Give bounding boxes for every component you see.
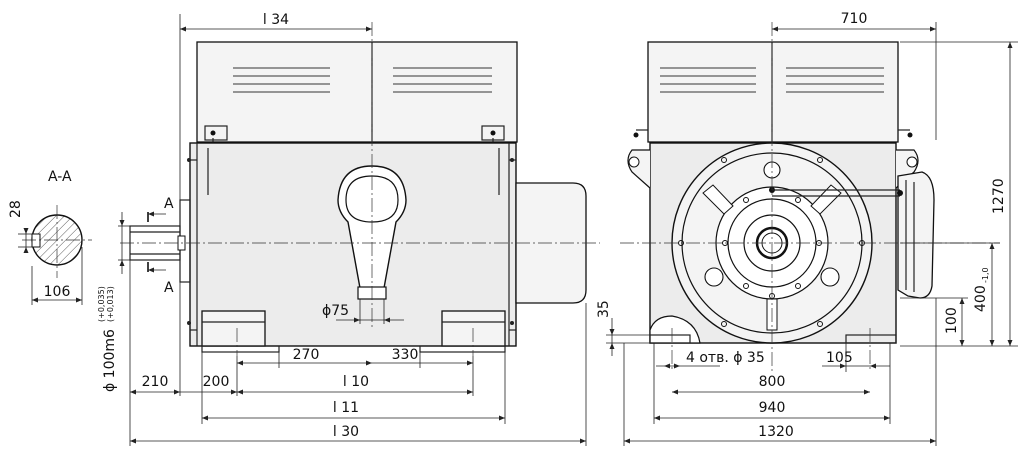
vent-grille-4	[786, 67, 884, 93]
dim-200: 200	[203, 374, 230, 390]
dim-270: 270	[293, 347, 320, 363]
vent-grille-2	[393, 67, 492, 93]
end-foot-left	[649, 315, 701, 344]
dim-400: 400	[973, 285, 989, 312]
end-foot-right	[845, 334, 897, 344]
dim-106: 106	[44, 284, 71, 300]
dim-l11: l 11	[333, 400, 359, 416]
dim-400-tolerance: -1,0	[981, 267, 990, 283]
section-label: A-A	[48, 169, 72, 185]
lifting-lug-end-right	[898, 129, 913, 138]
dim-holes: 4 отв. ϕ 35	[686, 350, 765, 366]
dim-1320: 1320	[758, 424, 794, 440]
keyway	[31, 233, 41, 248]
dim-shaft-tol-upper: (+0,035)	[97, 286, 106, 322]
end-view: 710 1270 400 -1,0 100 35 4 отв. ϕ 35	[596, 11, 1018, 446]
dim-210: 210	[142, 374, 169, 390]
dim-1270: 1270	[991, 178, 1007, 214]
foot-left	[201, 310, 266, 347]
section-marker-top: A	[164, 196, 174, 212]
dim-100: 100	[944, 307, 960, 334]
vent-grille-3	[660, 67, 756, 93]
side-view: A A l 34 ϕ 100m6 (+0,035) (+0,013) 270	[97, 12, 600, 446]
section-a-a: A-A 28 106	[8, 169, 92, 305]
foot-right	[441, 310, 506, 347]
terminal-box-end	[897, 171, 935, 299]
dim-l10: l 10	[343, 374, 369, 390]
vent-grille-1	[233, 67, 330, 93]
dim-d75: ϕ75	[322, 303, 349, 319]
lifting-lug-end-left	[633, 129, 648, 138]
dim-l30: l 30	[333, 424, 359, 440]
dim-330: 330	[392, 347, 419, 363]
dim-710: 710	[841, 11, 868, 27]
dim-35-vertical: 35	[596, 300, 612, 318]
dim-shaft-tol-lower: (+0,013)	[106, 286, 115, 322]
dim-940: 940	[759, 400, 786, 416]
dim-28: 28	[8, 200, 24, 218]
dim-shaft-diameter: ϕ 100m6	[102, 329, 118, 392]
dim-105: 105	[826, 350, 853, 366]
dim-800: 800	[759, 374, 786, 390]
section-marker-bottom: A	[164, 280, 174, 296]
dim-l34: l 34	[263, 12, 289, 28]
